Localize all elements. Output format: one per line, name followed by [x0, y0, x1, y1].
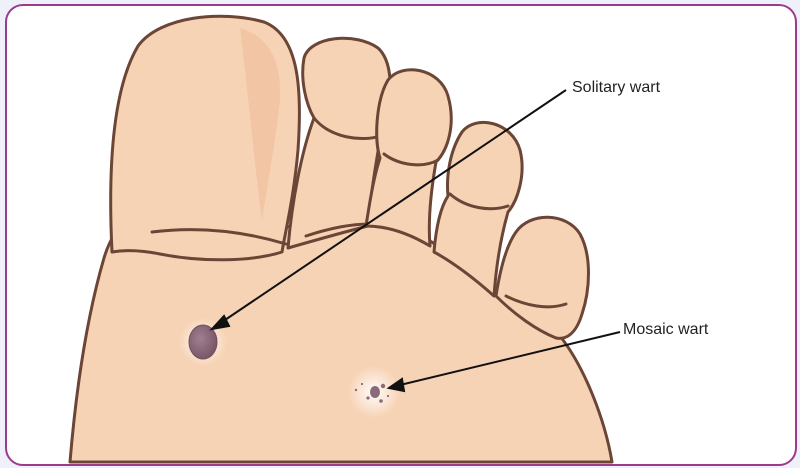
mosaic-wart-label: Mosaic wart [623, 321, 708, 339]
solitary-wart-label: Solitary wart [572, 79, 660, 97]
solitary-wart [189, 325, 217, 359]
